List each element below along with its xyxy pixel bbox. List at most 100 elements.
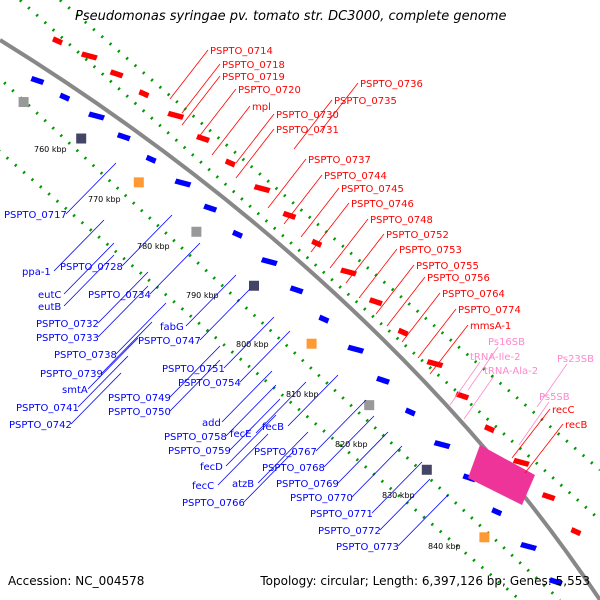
forward-gene-block (570, 527, 582, 537)
reverse-gene-block (203, 203, 218, 213)
forward-gene-block (167, 110, 185, 120)
reverse-gene-label: fabG (160, 322, 184, 333)
forward-gene-label: PSPTO_0755 (416, 261, 479, 272)
reverse-gene-leader (315, 399, 367, 452)
forward-gene-block (426, 359, 444, 369)
scale-tick-label: 840 kbp (428, 542, 461, 551)
forward-gene-label: PSPTO_0737 (308, 155, 371, 166)
reverse-gene-block (116, 132, 131, 142)
reverse-gene-label: eutB (38, 302, 61, 313)
reverse-gene-leader (70, 372, 122, 425)
scale-tick-label: 790 kbp (186, 291, 219, 300)
reverse-gene-label: PSPTO_0768 (262, 463, 325, 474)
forward-gene-leader (319, 82, 359, 133)
reverse-gene-leader (371, 461, 423, 514)
reverse-gene-block (232, 229, 243, 239)
reverse-gene-block (548, 577, 563, 587)
reverse-gene-block (318, 314, 330, 324)
feature-box (479, 532, 490, 543)
reverse-gene-label: PSPTO_0728 (60, 262, 123, 273)
dotted-guide (0, 149, 521, 600)
reverse-gene-label: PSPTO_0769 (276, 479, 339, 490)
feature-box (133, 177, 144, 188)
forward-gene-leader (511, 408, 551, 459)
reverse-gene-block (88, 111, 105, 121)
reverse-gene-label: add (202, 418, 221, 429)
accession-text: Accession: NC_004578 (8, 574, 145, 588)
forward-gene-leader (267, 158, 307, 209)
reverse-gene-leader (223, 316, 275, 369)
feature-box (191, 226, 202, 237)
reverse-gene-leader (121, 214, 173, 267)
rna-gene-label: Ps16SB (488, 337, 525, 348)
forward-gene-leader (345, 233, 385, 284)
reverse-gene-leader (257, 431, 309, 484)
scale-tick-label: 780 kbp (137, 242, 170, 251)
rna-gene-leader (463, 375, 495, 420)
rrna-operon-block (468, 445, 535, 505)
forward-gene-label: PSPTO_0744 (324, 171, 387, 182)
reverse-gene-leader (287, 374, 339, 427)
rna-gene-label: tRNA-Ala-2 (484, 366, 538, 377)
reverse-gene-leader (115, 302, 167, 355)
forward-gene-leader (283, 174, 323, 225)
reverse-gene-label: PSPTO_0767 (254, 447, 317, 458)
gene-labels: PSPTO_0714PSPTO_0718PSPTO_0719PSPTO_0720… (4, 46, 594, 553)
reverse-gene-leader (63, 242, 115, 295)
scale-tick-label: 760 kbp (34, 145, 67, 154)
reverse-gene-label: PSPTO_0773 (336, 542, 399, 553)
forward-gene-label: PSPTO_0764 (442, 289, 505, 300)
feature-box (249, 280, 259, 291)
reverse-gene-leader (97, 285, 149, 338)
reverse-gene-label: fecD (200, 462, 223, 473)
forward-gene-label: PSPTO_0752 (386, 230, 449, 241)
reverse-gene-label: PSPTO_0717 (4, 210, 67, 221)
forward-gene-block (512, 457, 530, 467)
forward-gene-block (368, 297, 383, 307)
forward-gene-label: PSPTO_0736 (360, 79, 423, 90)
reverse-gene-block (404, 407, 416, 417)
forward-gene-block (311, 238, 323, 248)
reverse-gene-block (347, 344, 365, 354)
reverse-gene-label: atzB (232, 479, 254, 490)
topology-summary: Topology: circular; Length: 6,397,126 bp… (260, 574, 590, 588)
forward-gene-leader (358, 248, 398, 299)
forward-gene-leader (386, 276, 426, 327)
reverse-gene-label: fecC (192, 481, 214, 492)
forward-gene-label: recB (565, 420, 588, 431)
forward-gene-label: PSPTO_0745 (341, 184, 404, 195)
reverse-gene-leader (149, 242, 201, 295)
reverse-gene-block (174, 178, 192, 188)
forward-gene-leader (429, 324, 469, 375)
forward-gene-block (138, 89, 150, 99)
forward-gene-leader (235, 128, 275, 179)
forward-gene-label: PSPTO_0718 (222, 60, 285, 71)
reverse-gene-leader (101, 321, 153, 374)
dotted-guide (0, 76, 562, 600)
forward-gene-block (80, 51, 98, 61)
reverse-gene-label: eutC (38, 290, 61, 301)
forward-gene-leader (417, 308, 457, 359)
forward-gene-label: PSPTO_0748 (370, 215, 433, 226)
forward-gene-label: recC (552, 405, 575, 416)
reverse-gene-leader (87, 337, 139, 390)
reverse-gene-leader (199, 288, 251, 341)
rna-gene-leader (449, 361, 481, 406)
reverse-gene-block (520, 541, 537, 551)
reverse-gene-label: PSPTO_0772 (318, 526, 381, 537)
reverse-gene-block (491, 507, 503, 517)
forward-gene-leader (375, 264, 415, 315)
reverse-gene-leader (217, 433, 269, 486)
forward-gene-label: PSPTO_0720 (238, 85, 301, 96)
forward-gene-block (282, 210, 297, 220)
reverse-gene-leader (379, 478, 431, 531)
reverse-gene-label: PSPTO_0758 (164, 432, 227, 443)
forward-gene-leader (181, 75, 221, 126)
reverse-gene-label: PSPTO_0759 (168, 446, 231, 457)
forward-gene-block (196, 134, 210, 144)
reverse-gene-leader (53, 219, 105, 272)
reverse-gene-label: PSPTO_0747 (138, 336, 201, 347)
reverse-gene-leader (225, 414, 277, 467)
